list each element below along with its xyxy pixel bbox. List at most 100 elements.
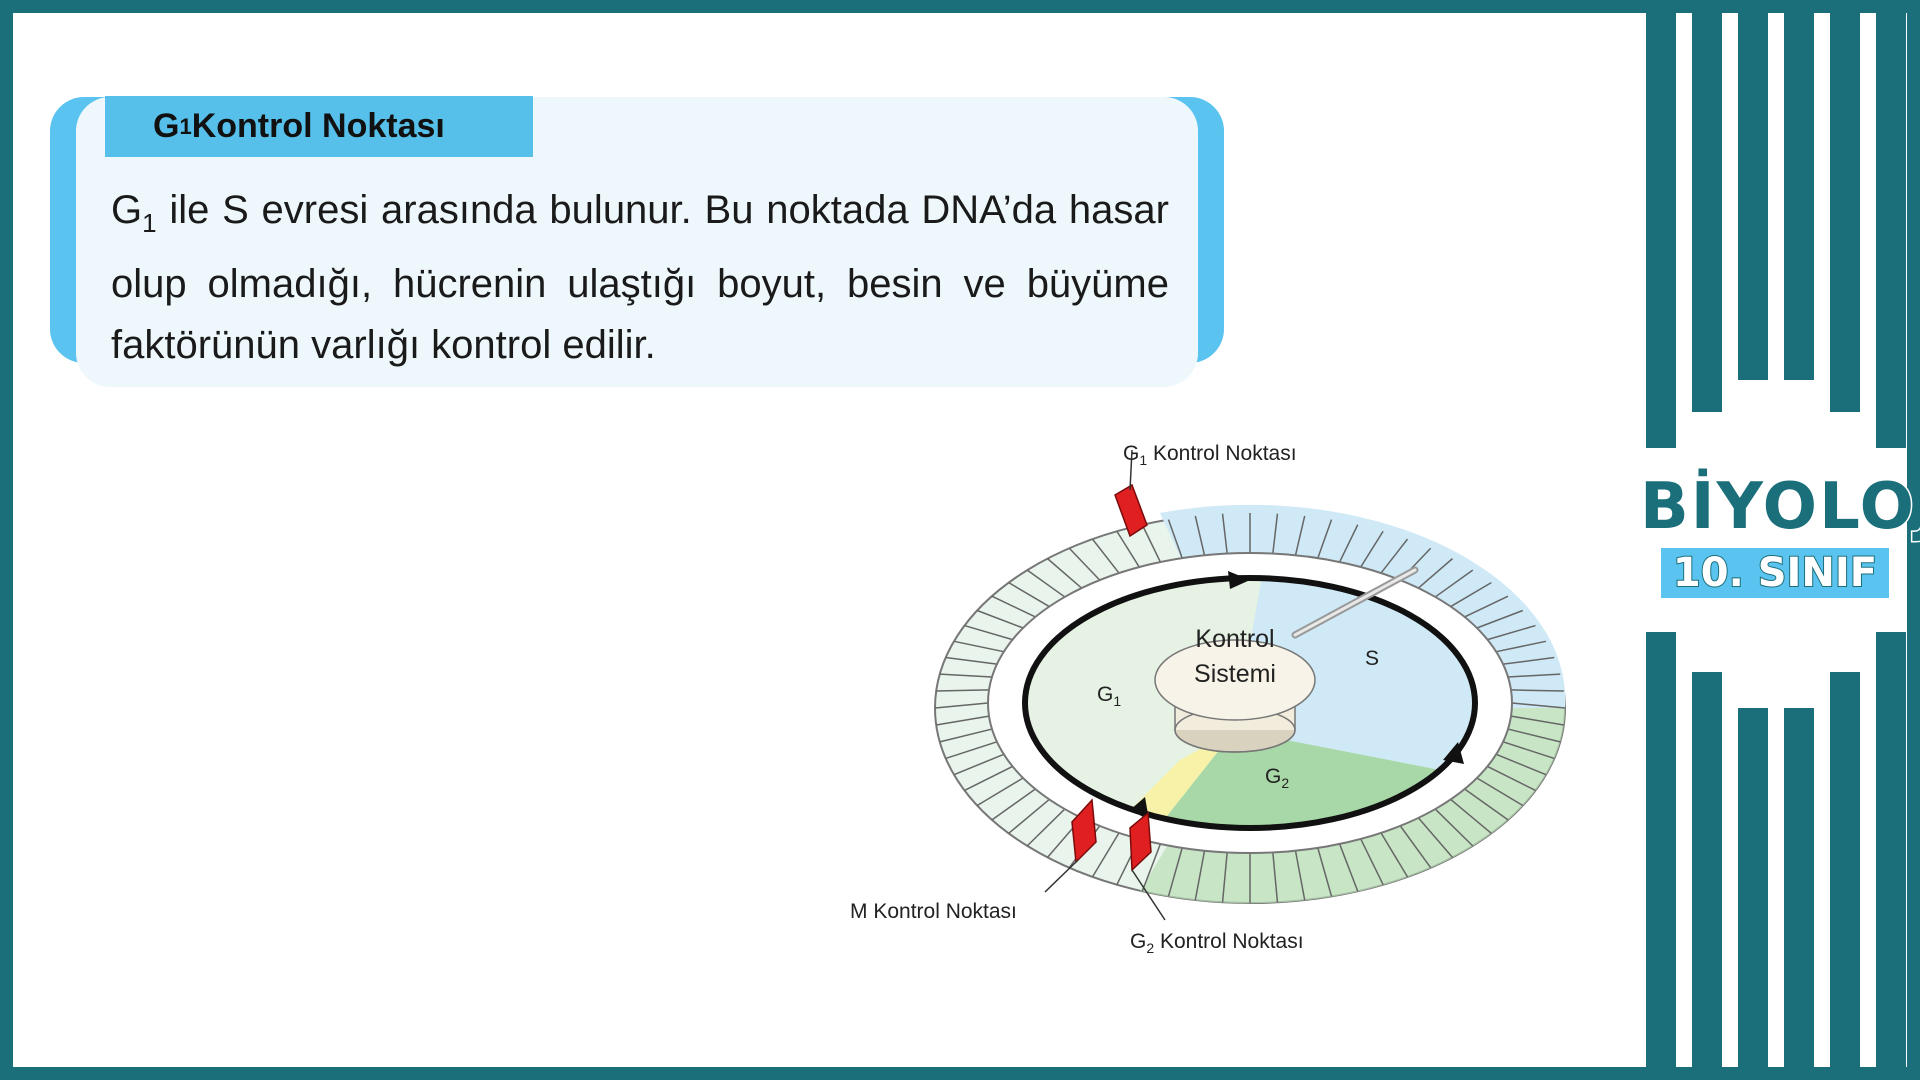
g1-checkpoint-label: G1 Kontrol Noktası [1123, 442, 1297, 468]
g1-checkpoint-prefix: G [1123, 442, 1140, 465]
card-title-rest: Kontrol Noktası [191, 107, 445, 145]
ring-tick [1008, 798, 1050, 834]
g2-checkpoint-label: G2 Kontrol Noktası [1130, 930, 1304, 956]
g2-checkpoint-rest: Kontrol Noktası [1154, 930, 1304, 953]
cycle-arrow-track [1022, 575, 1478, 831]
ring-tick [1141, 843, 1162, 892]
g1-checkpoint-sub: 1 [1139, 452, 1148, 469]
ring-tick [1317, 519, 1333, 559]
card-body-text: G1 ile S evresi arasında bulunur. Bu nok… [111, 180, 1169, 376]
phase-g1-prefix: G [1097, 683, 1114, 706]
hub-top [1154, 639, 1316, 721]
ring-tick [1008, 582, 1050, 608]
ring-tick [1510, 689, 1564, 692]
g1-leader-line [1129, 449, 1133, 491]
ring-tick [953, 640, 1004, 653]
ring-tick [953, 753, 1005, 776]
phase-s-label: S [1365, 647, 1380, 670]
ring-tick [1380, 538, 1409, 574]
ring-tick [939, 673, 993, 678]
phase-g1-label: G1 [1097, 683, 1121, 709]
ring-tick [1116, 530, 1140, 568]
ring-tick [1511, 702, 1566, 709]
card-title-sub: 1 [179, 113, 192, 139]
ring-tick [1496, 640, 1547, 653]
ring-tick [1294, 850, 1306, 901]
ring-tick [945, 741, 998, 760]
ring-tick [1507, 728, 1561, 743]
control-system-line1: Kontrol [1195, 625, 1275, 653]
ring-tick [1167, 847, 1183, 897]
control-system-line2: Sistemi [1194, 660, 1276, 688]
phase-g2-sub: 2 [1281, 775, 1290, 792]
card-text-sub: 1 [142, 208, 157, 238]
ring-tick [936, 715, 990, 726]
ring-tick [1091, 832, 1120, 878]
ring-tick [991, 788, 1036, 821]
arrow-head-right [1443, 742, 1464, 764]
ring-tick [1026, 808, 1066, 847]
g2-checkpoint-prefix: G [1130, 930, 1147, 953]
brand-block: BİYOLOJİ 10. SINIF [1639, 469, 1920, 598]
ring-tick [991, 595, 1036, 618]
ring-tick [1272, 852, 1279, 903]
ring-tick [1338, 524, 1359, 563]
arrow-head-bottom [1130, 797, 1149, 820]
ring-tick [1047, 558, 1083, 589]
ring-tick [976, 609, 1024, 629]
cell-cycle-diagram: G1 Kontrol Noktası M Kontrol Noktası G2 … [840, 430, 1600, 990]
ring-tick [1507, 673, 1561, 678]
ring-tick [1221, 852, 1228, 903]
ring-tick [945, 656, 998, 665]
phase-g1-sub: 1 [1113, 693, 1122, 710]
ring-tick [1294, 515, 1306, 556]
ring-tick [1434, 808, 1474, 847]
ring-tick [1502, 656, 1555, 665]
g2-checkpoint-gate [1129, 811, 1152, 872]
ring-ticks [934, 513, 1566, 903]
ring-tick [1068, 547, 1101, 581]
ring-tick [1495, 753, 1547, 776]
card-text-prefix: G [111, 188, 143, 232]
ring-tick [976, 777, 1024, 807]
ring-tick [1434, 569, 1474, 598]
phase-g2-label: G2 [1265, 765, 1289, 791]
g2-checkpoint-sub: 2 [1146, 940, 1155, 957]
ring-tick [1476, 777, 1524, 807]
ring-tick [1272, 513, 1279, 554]
ring-tick [1487, 624, 1536, 641]
ring-tick [1194, 850, 1206, 901]
ring-tick [1464, 788, 1509, 821]
ring-tick [1464, 595, 1509, 618]
arrow-head-top [1228, 571, 1250, 589]
ring-tick [1167, 519, 1183, 559]
ring-tick [1338, 843, 1359, 892]
ring-tick [1487, 765, 1536, 792]
ring-tick [1450, 798, 1492, 834]
ring-tick [1399, 825, 1432, 869]
ring-tick [1360, 838, 1384, 886]
ring-tick [1476, 609, 1524, 629]
m-leader-line [1044, 859, 1079, 893]
g1-checkpoint-gate [1114, 483, 1148, 538]
m-checkpoint-gate [1071, 798, 1097, 864]
ring-tick [964, 624, 1013, 641]
ring-tick [939, 728, 993, 743]
ring-tick [1194, 515, 1206, 556]
control-system-label: Kontrol Sistemi [1155, 622, 1315, 692]
ring-tick [1510, 715, 1564, 726]
g1-checkpoint-rest: Kontrol Noktası [1147, 442, 1297, 465]
card-title-prefix: G [153, 107, 180, 145]
ring-tick [1141, 524, 1162, 563]
ring-tick [1026, 569, 1066, 598]
ring-tick [1502, 741, 1555, 760]
ring-tick [1450, 582, 1492, 608]
ring-tick [1380, 832, 1409, 878]
ring-tick [1091, 538, 1120, 574]
ring-tick [934, 702, 989, 709]
brand-subtitle: 10. SINIF [1660, 548, 1890, 598]
cell-cycle-svg [934, 449, 1566, 921]
m-checkpoint-label: M Kontrol Noktası [850, 900, 1017, 923]
ring-tick [1417, 817, 1454, 858]
